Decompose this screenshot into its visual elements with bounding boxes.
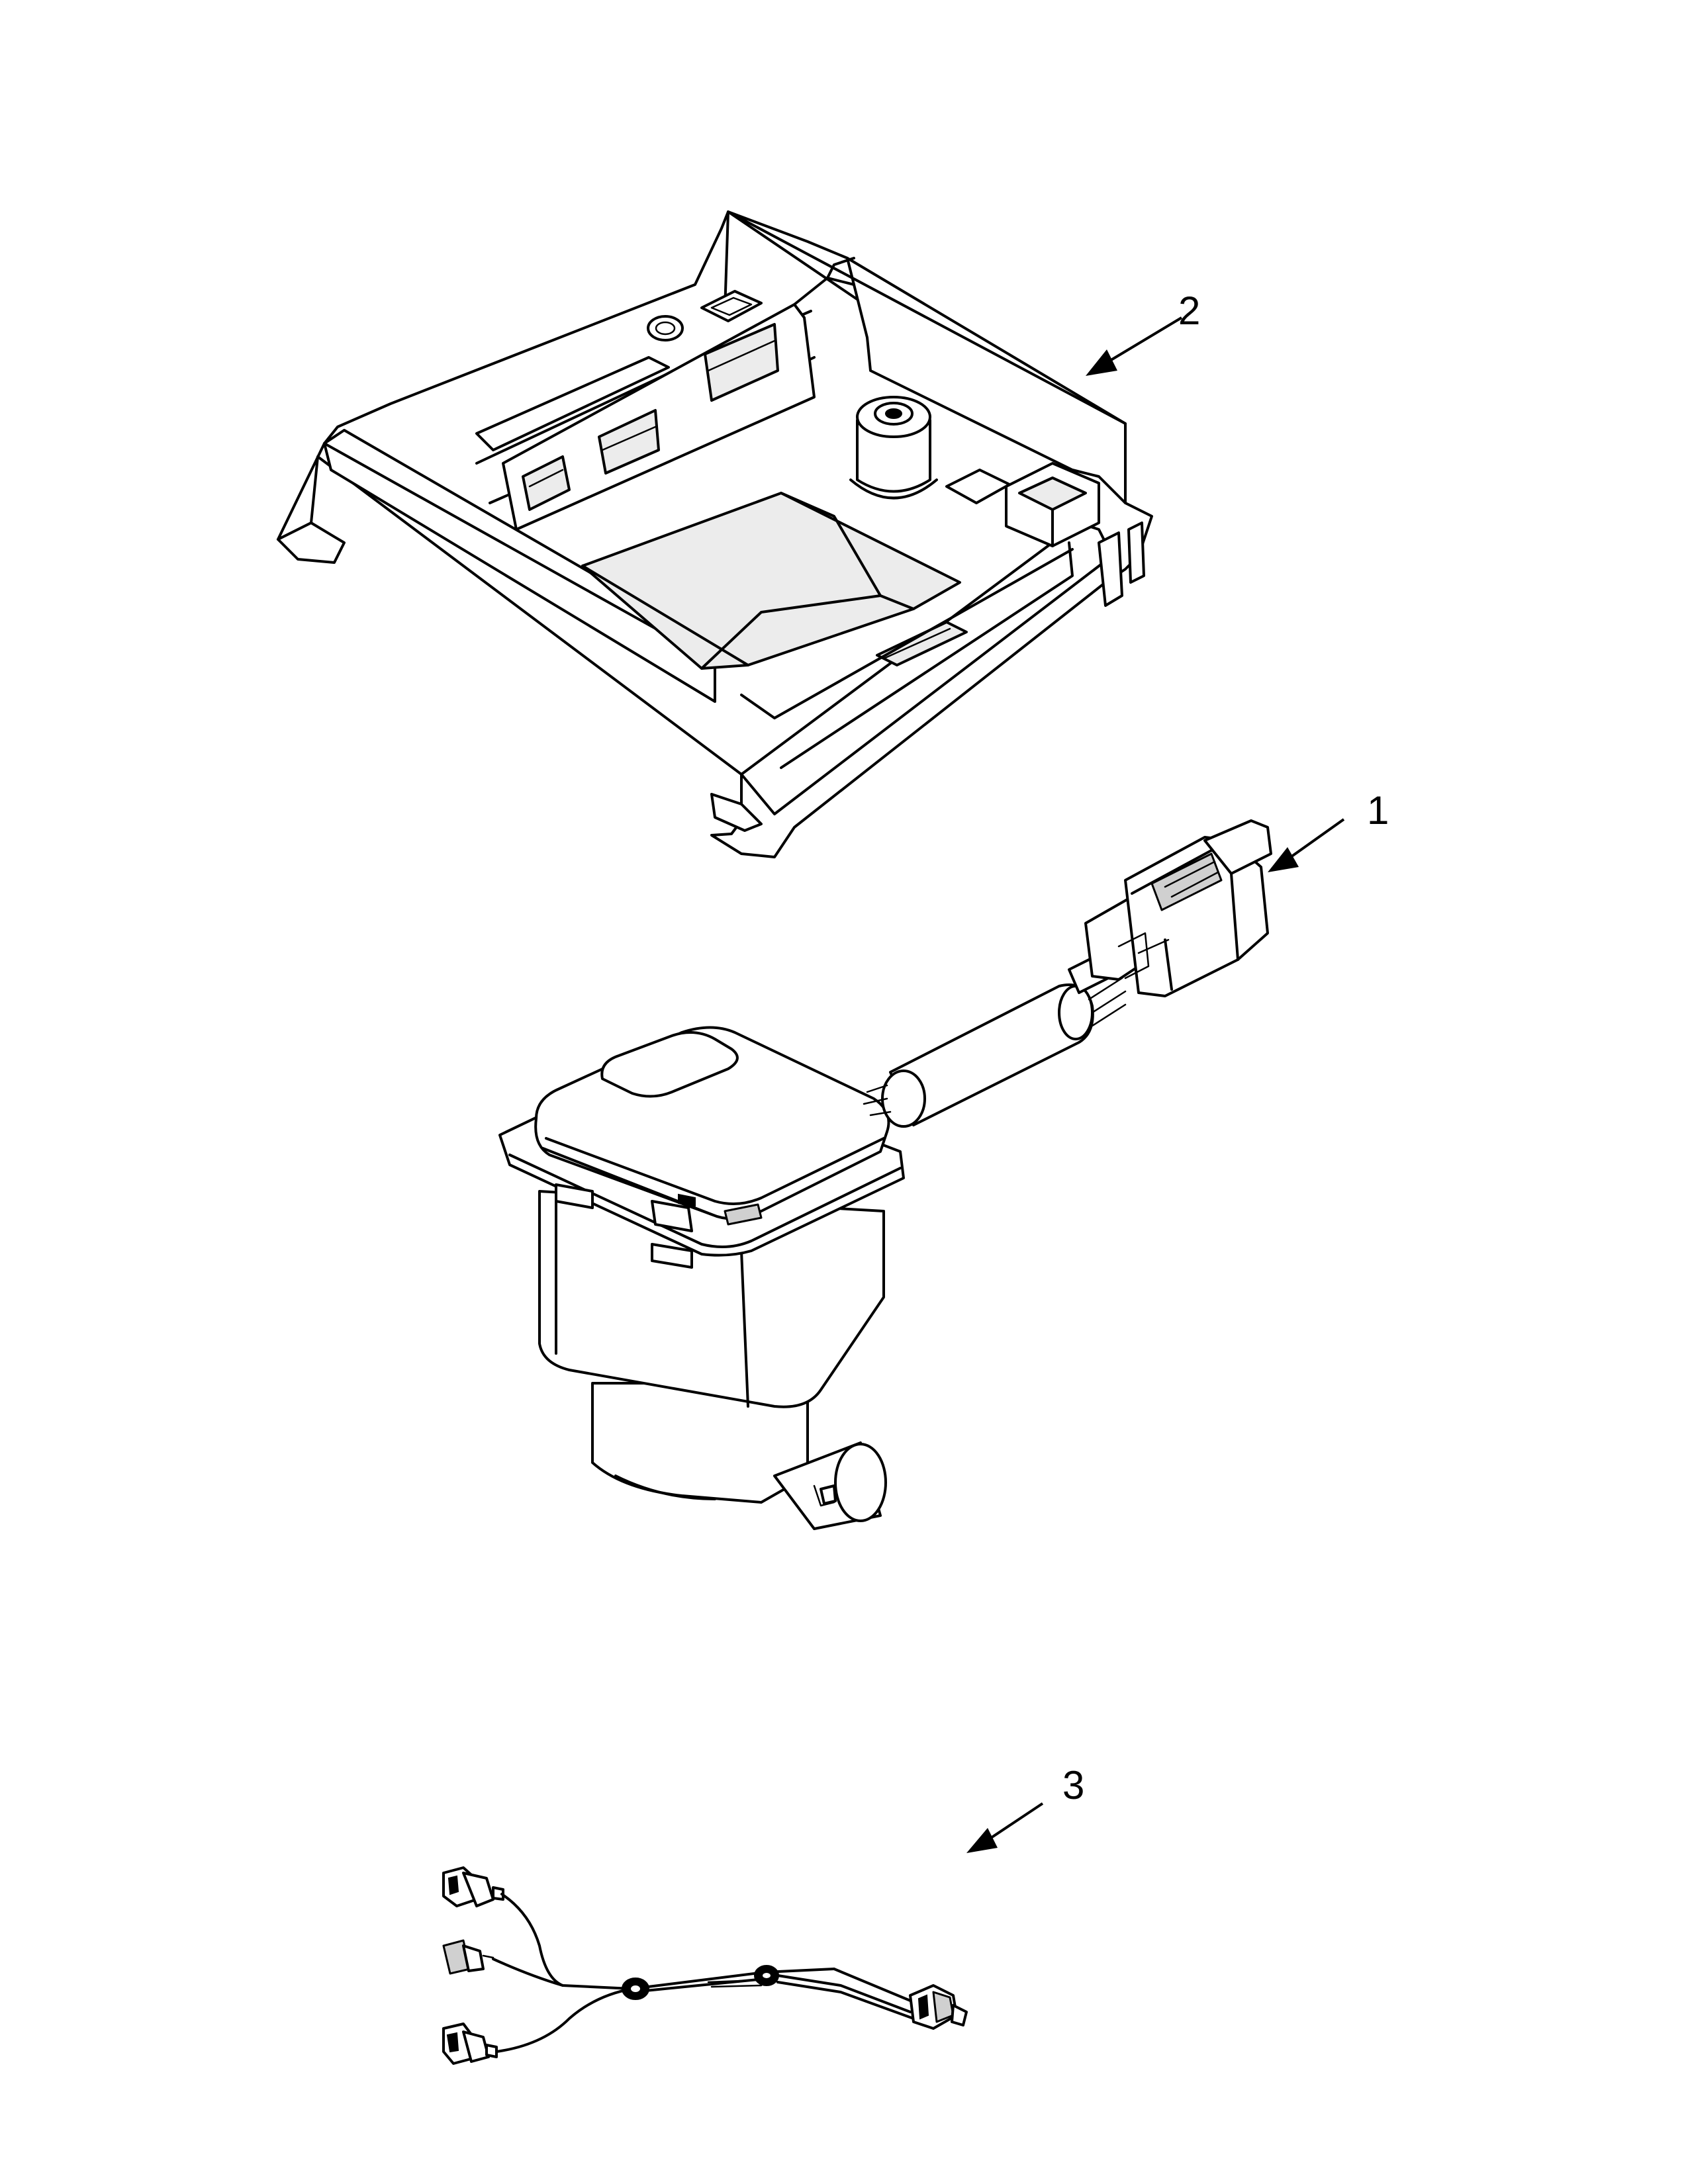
outlet-spout xyxy=(591,1382,887,1530)
callout-label-3: 3 xyxy=(1062,1763,1084,1807)
cylinder-post xyxy=(849,396,938,500)
callout-1: 1 xyxy=(1268,788,1389,872)
callout-label-2: 2 xyxy=(1178,289,1200,333)
callout-2: 2 xyxy=(1086,289,1200,376)
part-1-dispenser-assembly xyxy=(498,819,1272,1530)
right-square-tab xyxy=(1005,462,1100,547)
callout-3: 3 xyxy=(966,1763,1084,1853)
harness-connector-plug xyxy=(1084,819,1272,997)
harness-connector-top xyxy=(442,1866,504,1907)
part-3-wire-harness xyxy=(442,1866,968,2065)
part-2-housing-bracket xyxy=(277,210,1153,858)
harness-connector-end xyxy=(909,1984,968,2030)
wall-slots xyxy=(522,323,779,511)
dispenser-lid xyxy=(534,1026,890,1226)
wire-conduit xyxy=(863,952,1127,1128)
harness-connector-bottom xyxy=(442,2023,498,2065)
harness-connector-middle xyxy=(442,1939,494,1975)
callout-label-1: 1 xyxy=(1367,788,1389,833)
